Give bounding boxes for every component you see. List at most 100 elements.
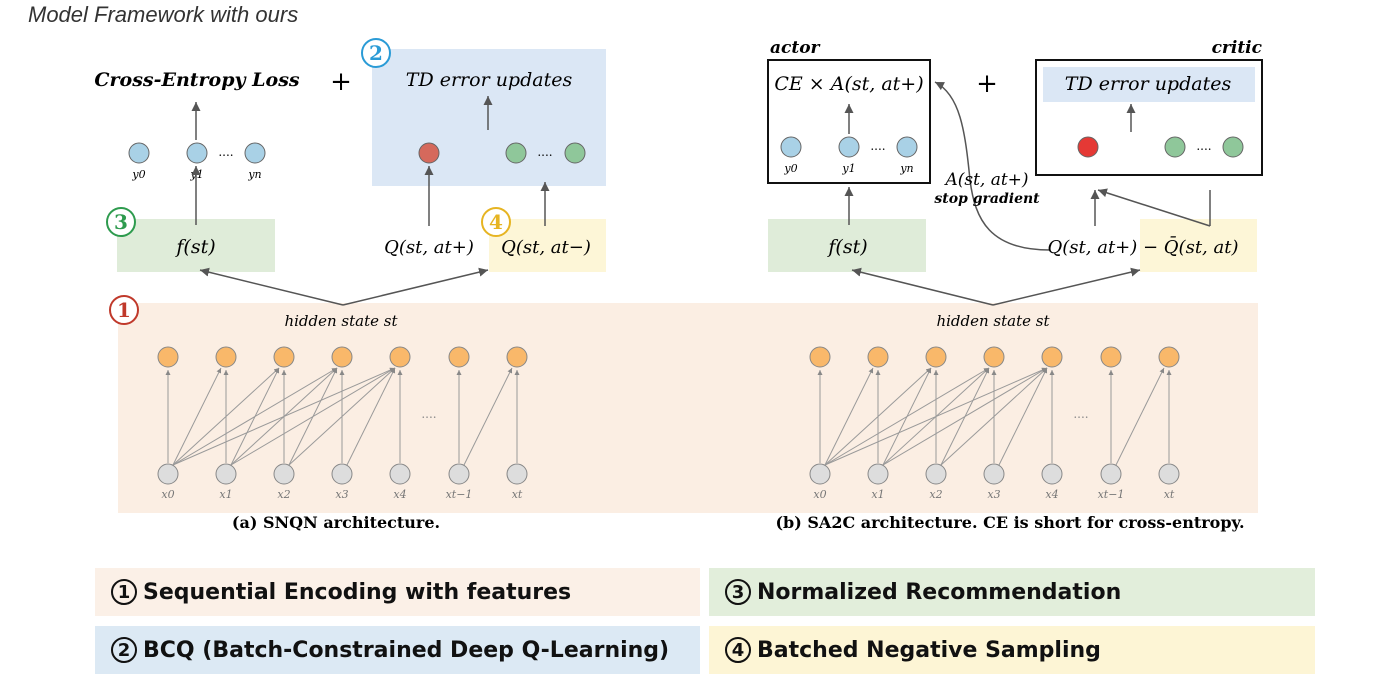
actor-label: actor	[770, 38, 821, 58]
y1-right: y1	[841, 162, 855, 175]
yn-right: yn	[899, 162, 913, 175]
norm-region-right	[768, 219, 926, 272]
edge-diagonal	[824, 367, 874, 466]
legend-text-2: BCQ (Batch-Constrained Deep Q-Learning)	[143, 637, 670, 663]
green-node-1-right	[1164, 136, 1186, 158]
hidden-node	[157, 346, 179, 368]
dots-left-net: ....	[421, 407, 436, 421]
legend-item-bcq: 2 BCQ (Batch-Constrained Deep Q-Learning…	[95, 626, 700, 674]
red-node-right	[1077, 136, 1099, 158]
edge-diagonal	[463, 367, 513, 466]
legend-num-4: 4	[725, 637, 751, 663]
a-label: A(st, at+)	[943, 170, 1028, 190]
badge-1: 1	[109, 295, 139, 325]
hidden-node	[983, 346, 1005, 368]
input-node	[157, 463, 179, 485]
legend-num-1: 1	[111, 579, 137, 605]
output-node-yn-right	[896, 136, 918, 158]
dots-right-out: ....	[870, 139, 885, 153]
ce-label: CE × A(st, at+)	[774, 73, 923, 95]
input-label: x1	[871, 488, 884, 501]
input-node	[1158, 463, 1180, 485]
q-neg-node-1-left	[505, 142, 527, 164]
badge-3-text: 3	[114, 210, 128, 234]
input-node	[331, 463, 353, 485]
edge-diagonal	[172, 367, 396, 466]
hidden-label-right: hidden state st	[936, 312, 1050, 330]
td-label-right: TD error updates	[1065, 73, 1232, 95]
edge-diagonal	[172, 367, 280, 466]
input-node	[1041, 463, 1063, 485]
norm-region-left	[117, 219, 275, 272]
edge-diagonal	[824, 367, 990, 466]
dots-left-q: ....	[537, 145, 552, 159]
input-node	[506, 463, 528, 485]
input-label: xt−1	[1098, 488, 1125, 501]
f-label-right: f(st)	[826, 236, 867, 258]
dots-right-q: ....	[1196, 139, 1211, 153]
badge-3: 3	[106, 207, 136, 237]
hidden-node	[809, 346, 831, 368]
dots-right-net: ....	[1073, 407, 1088, 421]
hidden-node	[1158, 346, 1180, 368]
f-label-left: f(st)	[174, 236, 215, 258]
input-node	[215, 463, 237, 485]
architecture-diagram: 1 2 3 4 Cross-Entropy Loss + TD error up…	[94, 38, 1263, 532]
badge-2-text: 2	[369, 41, 383, 65]
output-node-y1-right	[838, 136, 860, 158]
badge-1-text: 1	[117, 298, 131, 322]
input-node	[809, 463, 831, 485]
input-node	[1100, 463, 1122, 485]
input-label: x3	[335, 488, 348, 501]
green-node-n-right	[1222, 136, 1244, 158]
hidden-node	[389, 346, 411, 368]
caption-left: (a) SNQN architecture.	[232, 513, 440, 532]
q-pos-label-left: Q(st, at+)	[384, 237, 474, 258]
hidden-node	[215, 346, 237, 368]
legend-num-3: 3	[725, 579, 751, 605]
q-neg-label-left: Q(st, at−)	[501, 237, 591, 258]
output-node-y0-left	[128, 142, 150, 164]
encoder-network-left	[157, 346, 528, 485]
page-title: Model Framework with ours	[28, 2, 299, 27]
hidden-node	[1100, 346, 1122, 368]
legend-text-1: Sequential Encoding with features	[143, 579, 572, 605]
q-expr-right: Q(st, at+) − Q̄(st, at)	[1048, 235, 1239, 258]
input-node	[389, 463, 411, 485]
legend-text-3: Normalized Recommendation	[757, 579, 1122, 605]
neg-region-right	[1140, 219, 1257, 272]
q-neg-node-n-left	[564, 142, 586, 164]
edge-diagonal	[172, 367, 222, 466]
edge-diagonal	[230, 367, 396, 466]
stop-gradient-label: stop gradient	[934, 191, 1040, 207]
encoding-region	[118, 303, 1258, 513]
legend-item-normalized-recommendation: 3 Normalized Recommendation	[709, 568, 1315, 616]
legend-num-2: 2	[111, 637, 137, 663]
input-node	[925, 463, 947, 485]
input-label: x4	[393, 488, 406, 501]
actor-box	[767, 59, 931, 184]
td-label-left: TD error updates	[406, 69, 573, 91]
caption-right: (b) SA2C architecture. CE is short for c…	[775, 513, 1244, 532]
input-node	[273, 463, 295, 485]
legend-item-sequential-encoding: 1 Sequential Encoding with features	[95, 568, 700, 616]
edge-diagonal	[940, 367, 1048, 466]
encoder-network-right	[809, 346, 1180, 485]
hidden-node	[331, 346, 353, 368]
badge-4: 4	[481, 207, 511, 237]
legend-text-4: Batched Negative Sampling	[757, 637, 1101, 663]
output-node-y0-right	[780, 136, 802, 158]
bcq-region	[372, 49, 606, 186]
hidden-node	[925, 346, 947, 368]
input-node	[867, 463, 889, 485]
output-node-yn-left	[244, 142, 266, 164]
plus-right: +	[976, 69, 998, 99]
hidden-label-left: hidden state st	[284, 312, 398, 330]
hidden-node	[448, 346, 470, 368]
input-node	[448, 463, 470, 485]
badge-2: 2	[361, 38, 391, 68]
plus-left: +	[330, 67, 352, 97]
hidden-node	[1041, 346, 1063, 368]
edge-diagonal	[288, 367, 396, 466]
